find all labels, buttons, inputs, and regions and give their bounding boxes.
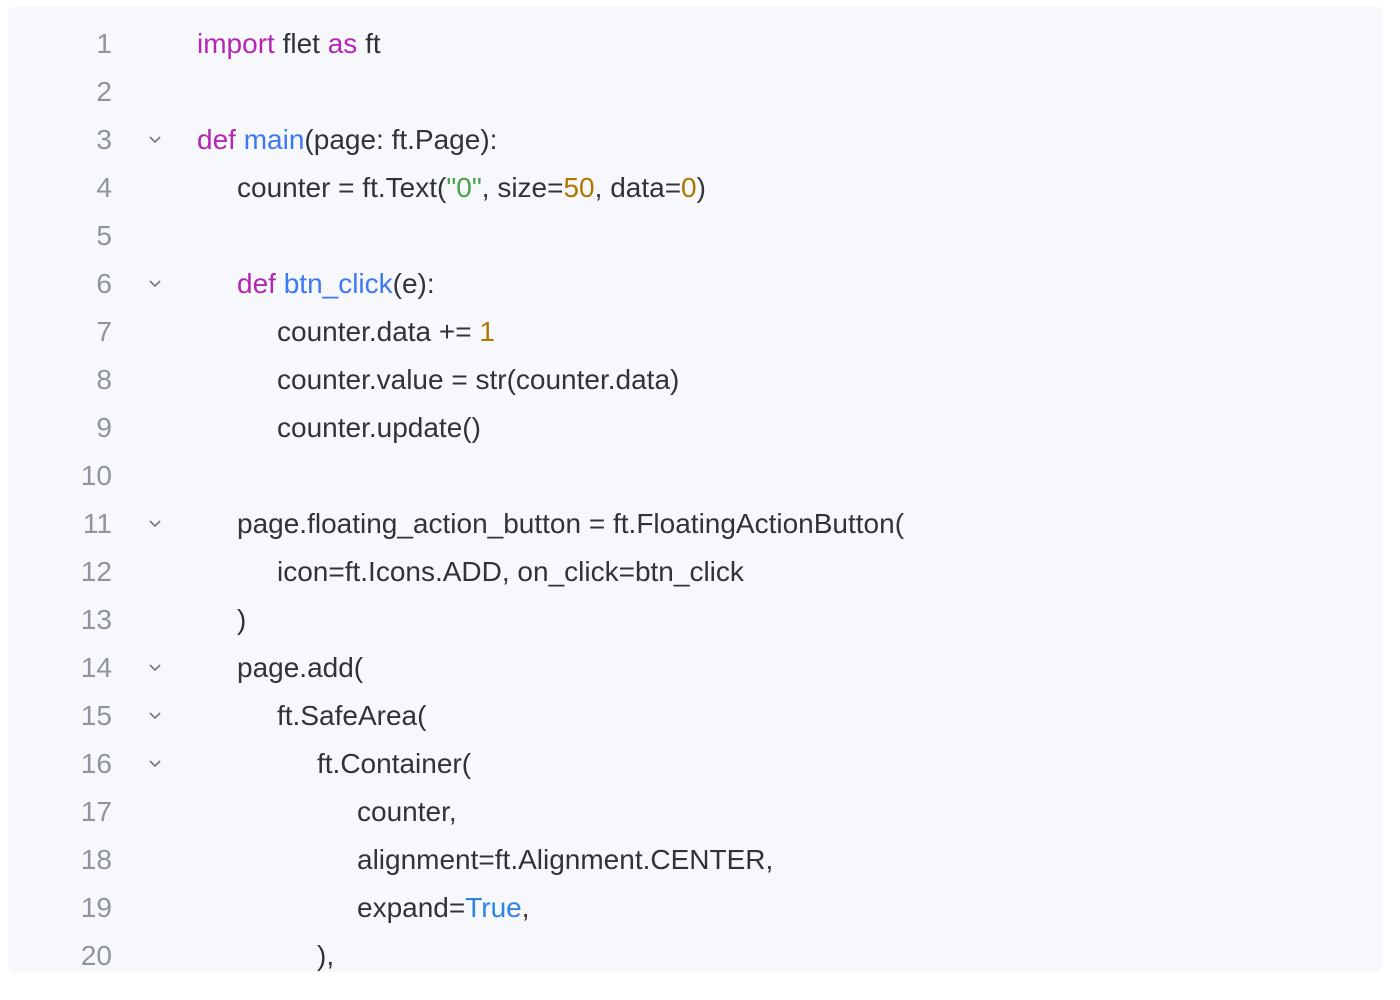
token-plain xyxy=(236,124,244,155)
code-line: 20), xyxy=(8,932,1383,972)
token-function: btn_click xyxy=(283,268,393,299)
code-text: counter, xyxy=(197,788,1383,836)
line-number: 15 xyxy=(80,700,112,731)
token-boolean: True xyxy=(465,892,522,923)
token-plain: counter = ft.Text( xyxy=(237,172,447,203)
code-line: 19 expand=True, xyxy=(8,884,1383,932)
code-line: 4 counter = ft.Text("0", size=50, data=0) xyxy=(8,164,1383,212)
code-line: 17 counter, xyxy=(8,788,1383,836)
code-line: 15 ft.SafeArea( xyxy=(8,692,1383,740)
code-line: 10 xyxy=(8,452,1383,500)
code-text: def main(page: ft.Page): xyxy=(197,116,1383,164)
token-function: main xyxy=(243,124,305,155)
token-keyword: def xyxy=(197,124,236,155)
code-text: icon=ft.Icons.ADD, on_click=btn_click xyxy=(197,548,1383,596)
line-number: 2 xyxy=(96,76,112,107)
fold-chevron-icon[interactable] xyxy=(112,755,197,773)
code-text: expand=True, xyxy=(197,884,1383,932)
code-text: counter = ft.Text("0", size=50, data=0) xyxy=(197,164,1383,212)
code-line: 18 alignment=ft.Alignment.CENTER, xyxy=(8,836,1383,884)
code-line: 3 def main(page: ft.Page): xyxy=(8,116,1383,164)
token-number: 1 xyxy=(479,316,495,347)
code-line: 11 page.floating_action_button = ft.Float… xyxy=(8,500,1383,548)
token-plain: icon=ft.Icons.ADD, on_click=btn_click xyxy=(277,556,744,587)
line-number: 4 xyxy=(96,172,112,203)
token-plain: ft xyxy=(357,28,381,59)
token-plain: ft.Container( xyxy=(317,748,472,779)
token-number: 0 xyxy=(681,172,697,203)
line-number: 14 xyxy=(80,652,112,683)
line-number: 12 xyxy=(80,556,112,587)
line-number: 7 xyxy=(96,316,112,347)
code-text: counter.update() xyxy=(197,404,1383,452)
token-plain: counter.data += xyxy=(277,316,480,347)
fold-chevron-icon[interactable] xyxy=(112,707,197,725)
code-text: counter.data += 1 xyxy=(197,308,1383,356)
code-editor[interactable]: 1 import flet as ft 2 3 def main(page: ft.Pa… xyxy=(8,6,1383,972)
fold-chevron-icon[interactable] xyxy=(112,515,197,533)
line-number: 6 xyxy=(96,268,112,299)
line-number: 11 xyxy=(82,508,112,539)
token-plain: page.add( xyxy=(237,652,364,683)
line-number: 9 xyxy=(96,412,112,443)
code-text: alignment=ft.Alignment.CENTER, xyxy=(197,836,1383,884)
fold-chevron-icon[interactable] xyxy=(112,659,197,677)
code-line: 14 page.add( xyxy=(8,644,1383,692)
code-text: ) xyxy=(197,596,1383,644)
token-plain: ), xyxy=(317,940,335,971)
line-number: 8 xyxy=(96,364,112,395)
line-number: 16 xyxy=(80,748,112,779)
line-number: 13 xyxy=(80,604,112,635)
code-line: 13) xyxy=(8,596,1383,644)
code-line: 12 icon=ft.Icons.ADD, on_click=btn_click xyxy=(8,548,1383,596)
token-plain: (page: ft.Page): xyxy=(304,124,498,155)
line-number: 17 xyxy=(80,796,112,827)
code-text: ), xyxy=(197,932,1383,972)
code-text: page.floating_action_button = ft.Floatin… xyxy=(197,500,1383,548)
token-plain: (e): xyxy=(392,268,435,299)
token-plain: expand= xyxy=(357,892,466,923)
token-plain: page.floating_action_button = ft.Floatin… xyxy=(237,508,905,539)
token-plain: , data= xyxy=(594,172,682,203)
line-number: 10 xyxy=(80,460,112,491)
code-text: import flet as ft xyxy=(197,20,1383,68)
token-plain: counter, xyxy=(357,796,457,827)
code-line: 16 ft.Container( xyxy=(8,740,1383,788)
line-number: 5 xyxy=(96,220,112,251)
token-keyword: as xyxy=(327,28,358,59)
token-plain: counter.update() xyxy=(277,412,481,443)
line-number: 18 xyxy=(80,844,112,875)
token-plain: , xyxy=(521,892,530,923)
token-keyword: import xyxy=(197,28,275,59)
code-text: def btn_click(e): xyxy=(197,260,1383,308)
code-text: page.add( xyxy=(197,644,1383,692)
token-plain: ) xyxy=(696,172,706,203)
code-line: 9 counter.update() xyxy=(8,404,1383,452)
code-text: counter.value = str(counter.data) xyxy=(197,356,1383,404)
code-line: 1 import flet as ft xyxy=(8,20,1383,68)
line-number: 1 xyxy=(96,28,112,59)
token-plain: ft.SafeArea( xyxy=(277,700,427,731)
token-plain xyxy=(276,268,284,299)
token-number: 50 xyxy=(563,172,595,203)
token-plain: flet xyxy=(274,28,328,59)
fold-chevron-icon[interactable] xyxy=(112,131,197,149)
code-line: 8 counter.value = str(counter.data) xyxy=(8,356,1383,404)
code-line: 7 counter.data += 1 xyxy=(8,308,1383,356)
code-text: ft.SafeArea( xyxy=(197,692,1383,740)
fold-chevron-icon[interactable] xyxy=(112,275,197,293)
code-line: 2 xyxy=(8,68,1383,116)
token-plain: counter.value = str(counter.data) xyxy=(277,364,680,395)
token-string: "0" xyxy=(446,172,482,203)
line-number: 20 xyxy=(80,940,112,971)
token-plain: ) xyxy=(237,604,247,635)
code-line: 6 def btn_click(e): xyxy=(8,260,1383,308)
code-line: 5 xyxy=(8,212,1383,260)
line-number: 3 xyxy=(96,124,112,155)
line-number: 19 xyxy=(80,892,112,923)
token-plain: , size= xyxy=(481,172,564,203)
code-text: ft.Container( xyxy=(197,740,1383,788)
token-plain: alignment=ft.Alignment.CENTER, xyxy=(357,844,774,875)
token-keyword: def xyxy=(237,268,276,299)
